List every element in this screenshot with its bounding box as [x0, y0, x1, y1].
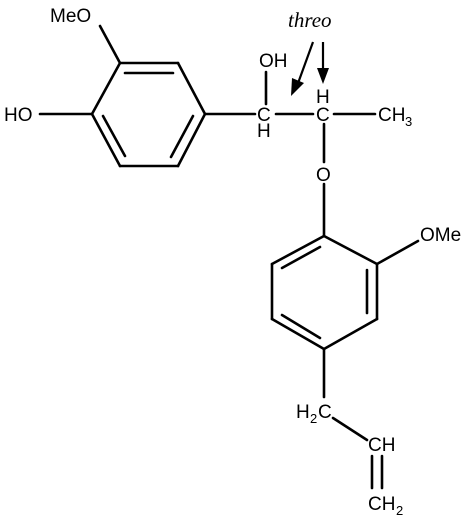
- threo-annotation: threo: [288, 8, 332, 32]
- ch-vinyl-label: CH: [368, 435, 395, 456]
- o-ether-label: O: [316, 165, 331, 186]
- ring-b-bond-4: [270, 317, 326, 351]
- bond-ring-b-to-ome: [375, 239, 420, 266]
- ch3-label: CH: [378, 105, 405, 126]
- ring-a-bond-2: [176, 61, 207, 116]
- h-label-c2-top: H: [316, 87, 330, 108]
- ch3-subscript: 3: [405, 114, 412, 129]
- ring-a: [90, 61, 207, 168]
- arrow-to-c1: [291, 41, 315, 96]
- ho-label-left: HO: [4, 105, 33, 126]
- ring-a-bond-3: [176, 112, 207, 168]
- ring-b-bond-1: [322, 234, 379, 266]
- c1-label: C: [257, 105, 271, 126]
- ch2-subscript: 2: [310, 411, 317, 426]
- ring-a-double-2: [169, 114, 195, 159]
- arrow-head-c1: [291, 78, 304, 96]
- ring-a-bond-5: [90, 112, 122, 168]
- arrow-to-c2: [317, 42, 329, 84]
- ring-b-bond-3: [322, 317, 379, 351]
- arrow-line-c1: [295, 41, 315, 87]
- ch2-label-h: H: [296, 402, 310, 423]
- bond-ch2-to-ch: [331, 416, 369, 442]
- arrow-head-c2: [317, 68, 329, 84]
- ring-b: [270, 234, 379, 351]
- c2-label: C: [316, 105, 330, 126]
- ch2-label-c: C: [318, 402, 332, 423]
- ring-b-bond-6: [270, 234, 326, 266]
- ring-b-double-2: [280, 313, 322, 340]
- bond-ring-a-to-meo: [98, 24, 122, 65]
- ring-b-double-3: [280, 245, 322, 270]
- ome-label-right: OMe: [420, 225, 461, 246]
- ch2-terminal-label: CH: [368, 494, 395, 515]
- oh-label-top: OH: [259, 51, 288, 72]
- ring-a-bond-6: [90, 61, 122, 116]
- ch2-terminal-subscript: 2: [396, 503, 403, 518]
- meo-label-top: MeO: [50, 6, 91, 27]
- h-label-c1-bottom: H: [257, 121, 271, 142]
- ring-a-double-3: [101, 114, 127, 158]
